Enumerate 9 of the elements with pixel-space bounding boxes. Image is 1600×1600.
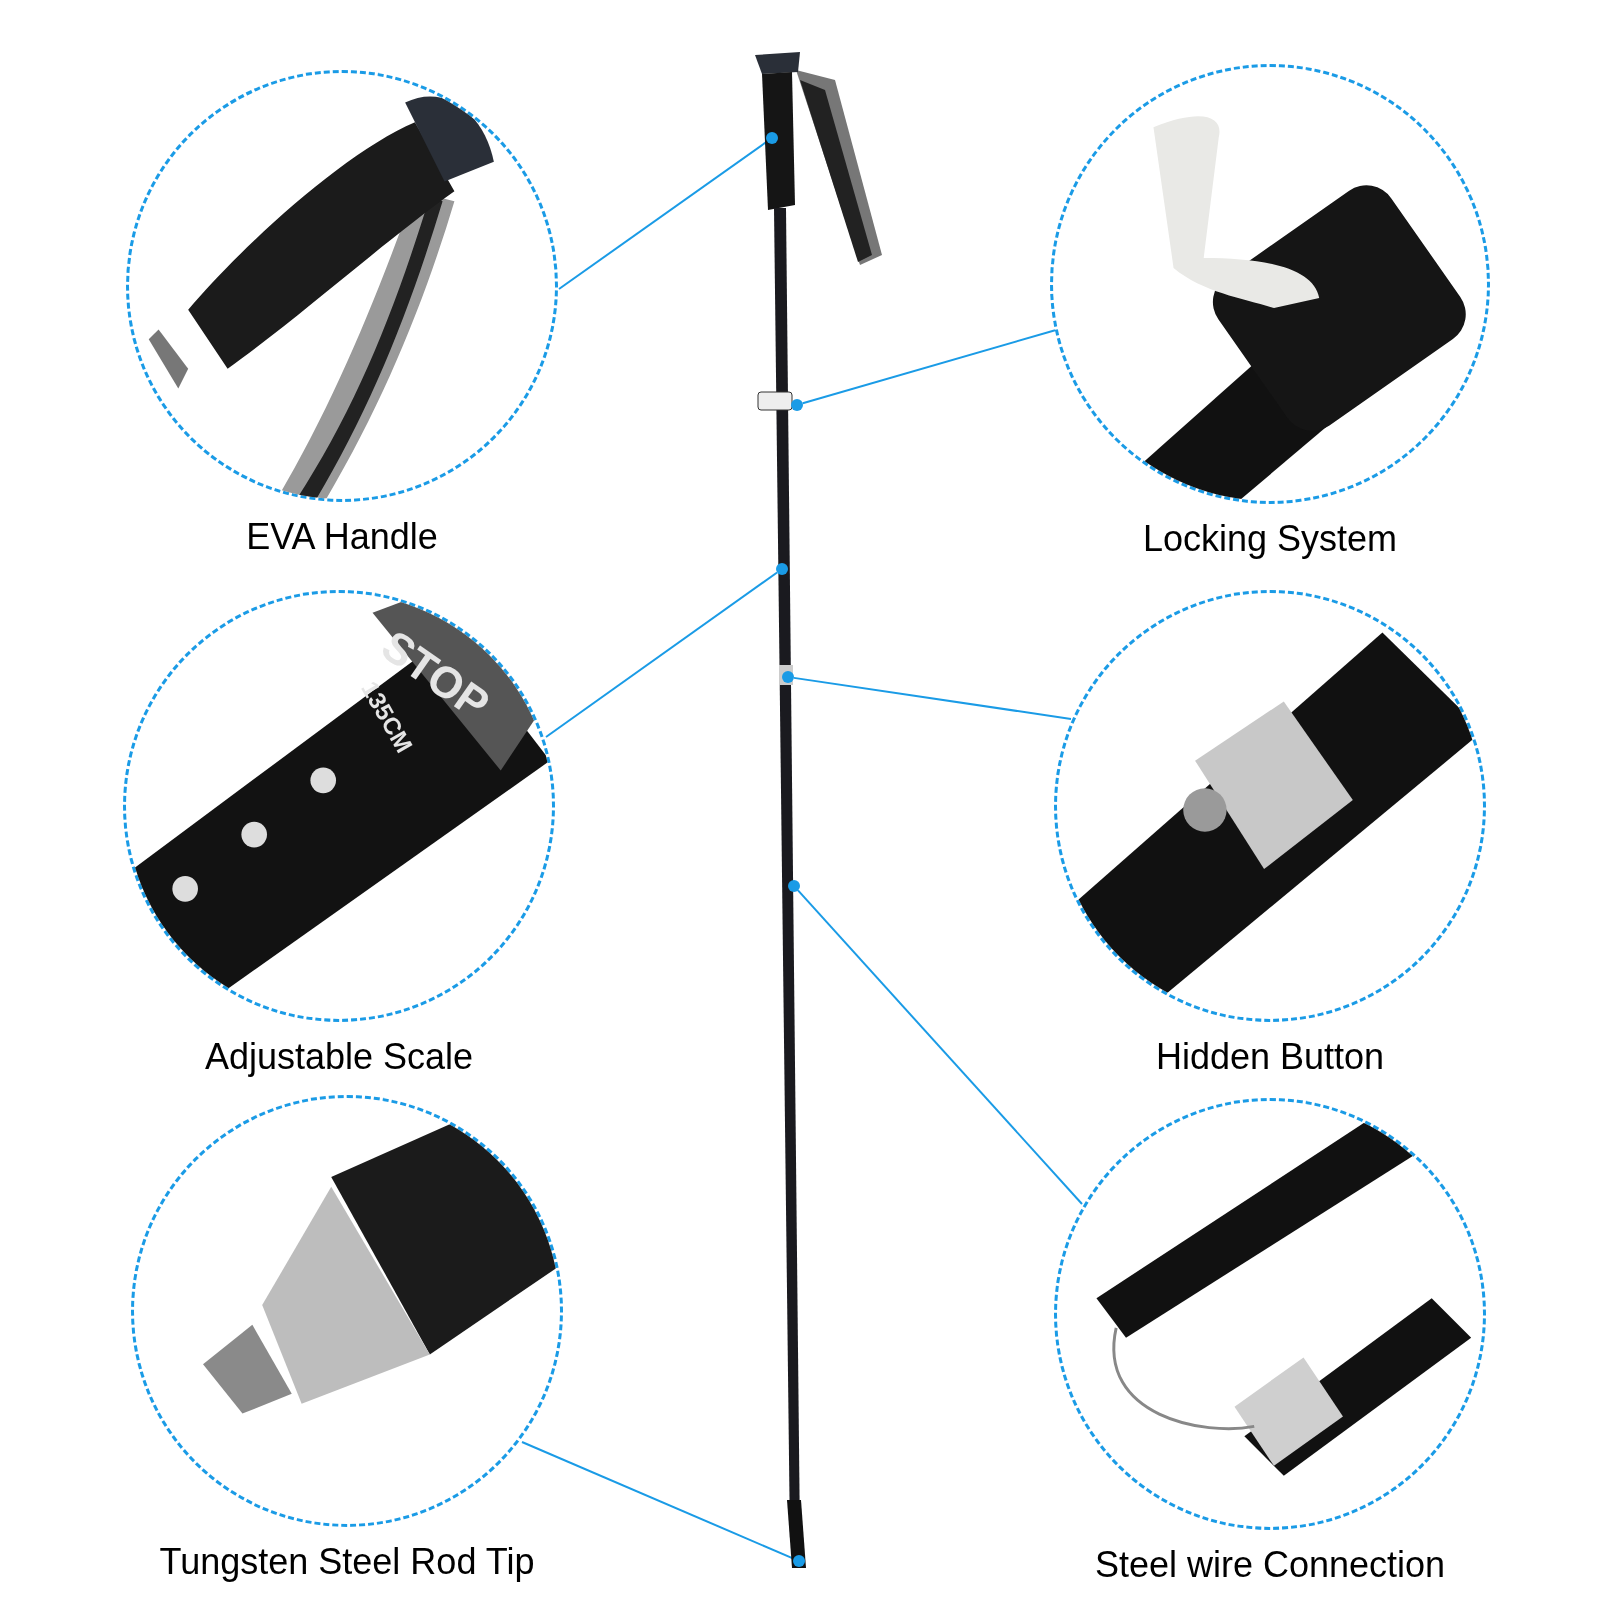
node-label: Adjustable Scale (204, 1035, 474, 1079)
node-label: Tungsten Steel Rod Tip (159, 1540, 535, 1584)
leader-line (801, 329, 1057, 405)
node-label: Steel wire Connection (1094, 1543, 1446, 1587)
node-label: EVA Handle (246, 515, 438, 559)
leader-line (545, 571, 779, 738)
node-label: Hidden Button (1155, 1035, 1385, 1079)
leader-line (792, 676, 1072, 720)
node-label: Locking System (1142, 517, 1398, 561)
